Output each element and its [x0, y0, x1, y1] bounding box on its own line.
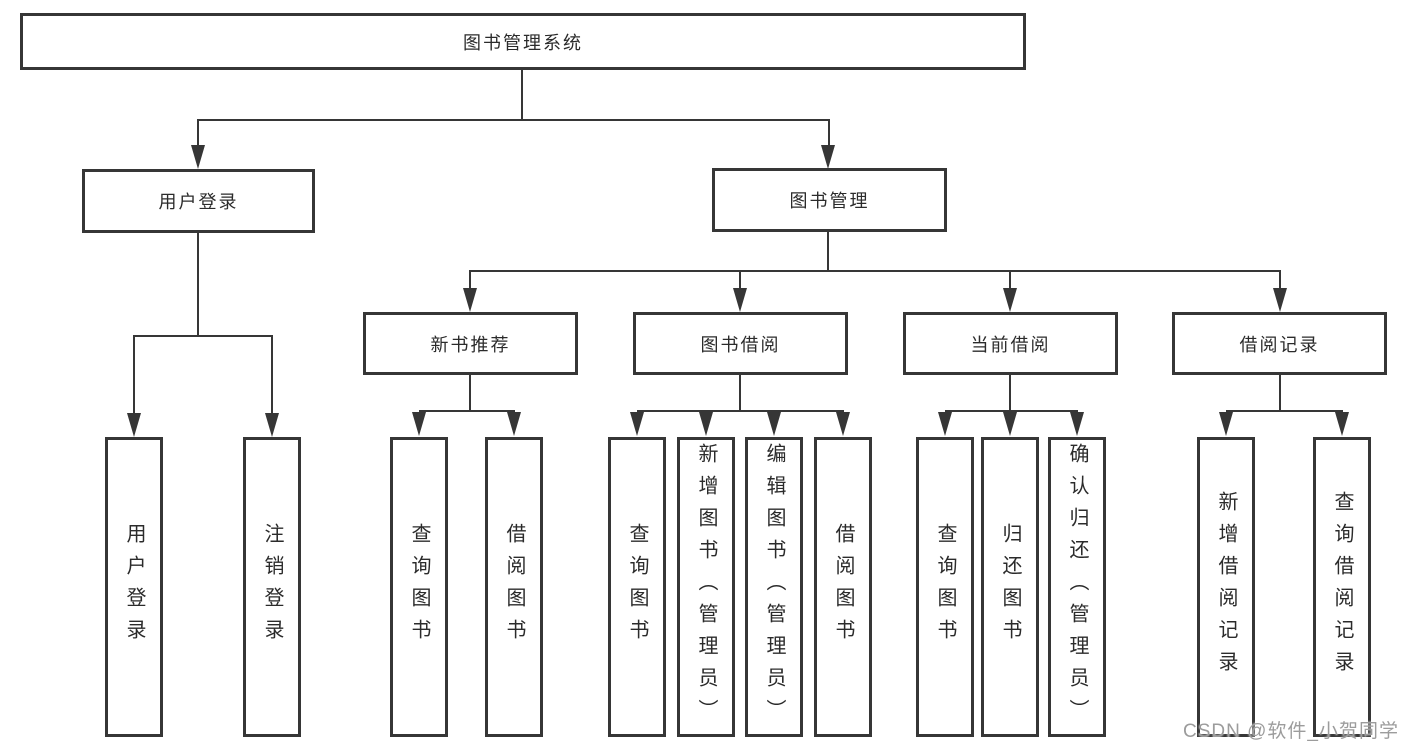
- arrow-recommend-icon: [463, 288, 477, 312]
- leaf-recommend-query-books: 查询图书: [390, 437, 448, 737]
- leaf-borrowing-borrow-books-label: 借阅图书: [832, 523, 854, 651]
- arrow-book-mgmt-icon: [821, 145, 835, 169]
- leaf-records-query-record: 查询借阅记录: [1313, 437, 1371, 737]
- connector-current-drop: [1009, 270, 1011, 290]
- leaf-borrowing-borrow-books: 借阅图书: [814, 437, 872, 737]
- leaf-borrowing-query-books-label: 查询图书: [626, 523, 648, 651]
- node-book-management: 图书管理: [712, 168, 947, 232]
- arrow-records-add-icon: [1219, 412, 1233, 436]
- connector-user-login-stem: [197, 233, 199, 335]
- arrow-borrowing-icon: [733, 288, 747, 312]
- connector-book-mgmt-stem: [827, 232, 829, 270]
- leaf-user-login: 用户登录: [105, 437, 163, 737]
- leaf-records-add-record-label: 新增借阅记录: [1215, 491, 1237, 683]
- arrow-recommend-query-icon: [412, 412, 426, 436]
- connector-recommend-drop: [469, 270, 471, 290]
- node-user-login-label: 用户登录: [158, 192, 239, 212]
- leaf-borrowing-edit-books-admin-label: 编辑图书（管理员）: [763, 443, 785, 731]
- arrow-records-icon: [1273, 288, 1287, 312]
- node-root-label: 图书管理系统: [463, 32, 583, 53]
- node-borrowing-records: 借阅记录: [1172, 312, 1387, 375]
- arrow-leaf-logout-icon: [265, 413, 279, 437]
- connector-current-stem: [1009, 375, 1011, 410]
- leaf-borrowing-query-books: 查询图书: [608, 437, 666, 737]
- connector-records-drop: [1279, 270, 1281, 290]
- connector-recommend-stem: [469, 375, 471, 410]
- connector-root-stem: [521, 70, 523, 119]
- connector-borrowing-children-branch: [637, 410, 844, 412]
- connector-current-children-branch: [945, 410, 1078, 412]
- arrow-current-confirm-icon: [1070, 412, 1084, 436]
- leaf-records-add-record: 新增借阅记录: [1197, 437, 1255, 737]
- connector-leaf-logout-drop: [271, 335, 273, 415]
- node-current-borrowing: 当前借阅: [903, 312, 1118, 375]
- connector-book-mgmt-drop: [828, 119, 830, 147]
- leaf-borrowing-add-books-admin: 新增图书（管理员）: [677, 437, 735, 737]
- arrow-records-query-icon: [1335, 412, 1349, 436]
- leaf-user-login-label: 用户登录: [123, 523, 145, 651]
- leaf-borrowing-add-books-admin-label: 新增图书（管理员）: [695, 443, 717, 731]
- leaf-recommend-borrow-books-label: 借阅图书: [503, 523, 525, 651]
- connector-level3-branch: [470, 270, 1281, 272]
- arrow-leaf-user-login-icon: [127, 413, 141, 437]
- leaf-logout-label: 注销登录: [261, 523, 283, 651]
- node-new-book-recommend: 新书推荐: [363, 312, 578, 375]
- leaf-current-return-books: 归还图书: [981, 437, 1039, 737]
- connector-user-login-children-branch: [134, 335, 273, 337]
- node-root: 图书管理系统: [20, 13, 1026, 70]
- arrow-borrowing-query-icon: [630, 412, 644, 436]
- leaf-current-confirm-return-admin: 确认归还（管理员）: [1048, 437, 1106, 737]
- connector-user-login-drop: [197, 119, 199, 147]
- connector-borrowing-drop: [739, 270, 741, 290]
- arrow-borrowing-borrow-icon: [836, 412, 850, 436]
- connector-level2-branch: [197, 119, 830, 121]
- leaf-current-return-books-label: 归还图书: [999, 523, 1021, 651]
- arrow-current-query-icon: [938, 412, 952, 436]
- leaf-recommend-query-books-label: 查询图书: [408, 523, 430, 651]
- leaf-logout: 注销登录: [243, 437, 301, 737]
- arrow-current-icon: [1003, 288, 1017, 312]
- node-book-borrowing-label: 图书借阅: [700, 334, 781, 355]
- leaf-borrowing-edit-books-admin: 编辑图书（管理员）: [745, 437, 803, 737]
- arrow-current-return-icon: [1003, 412, 1017, 436]
- node-new-book-recommend-label: 新书推荐: [430, 334, 511, 355]
- connector-recommend-children-branch: [419, 410, 515, 412]
- arrow-user-login-icon: [191, 145, 205, 169]
- node-book-management-label: 图书管理: [789, 191, 870, 211]
- connector-records-children-branch: [1226, 410, 1343, 412]
- connector-borrowing-stem: [739, 375, 741, 410]
- leaf-current-query-books-label: 查询图书: [934, 523, 956, 651]
- watermark: CSDN @软件_小贺同学: [1183, 721, 1399, 742]
- arrow-recommend-borrow-icon: [507, 412, 521, 436]
- arrow-borrowing-add-icon: [699, 412, 713, 436]
- leaf-recommend-borrow-books: 借阅图书: [485, 437, 543, 737]
- connector-records-stem: [1279, 375, 1281, 410]
- leaf-records-query-record-label: 查询借阅记录: [1331, 491, 1353, 683]
- leaf-current-confirm-return-admin-label: 确认归还（管理员）: [1066, 443, 1088, 731]
- leaf-current-query-books: 查询图书: [916, 437, 974, 737]
- node-user-login: 用户登录: [82, 169, 315, 233]
- arrow-borrowing-edit-icon: [767, 412, 781, 436]
- node-book-borrowing: 图书借阅: [633, 312, 848, 375]
- connector-leaf-user-login-drop: [133, 335, 135, 415]
- node-borrowing-records-label: 借阅记录: [1239, 334, 1320, 355]
- node-current-borrowing-label: 当前借阅: [970, 334, 1051, 355]
